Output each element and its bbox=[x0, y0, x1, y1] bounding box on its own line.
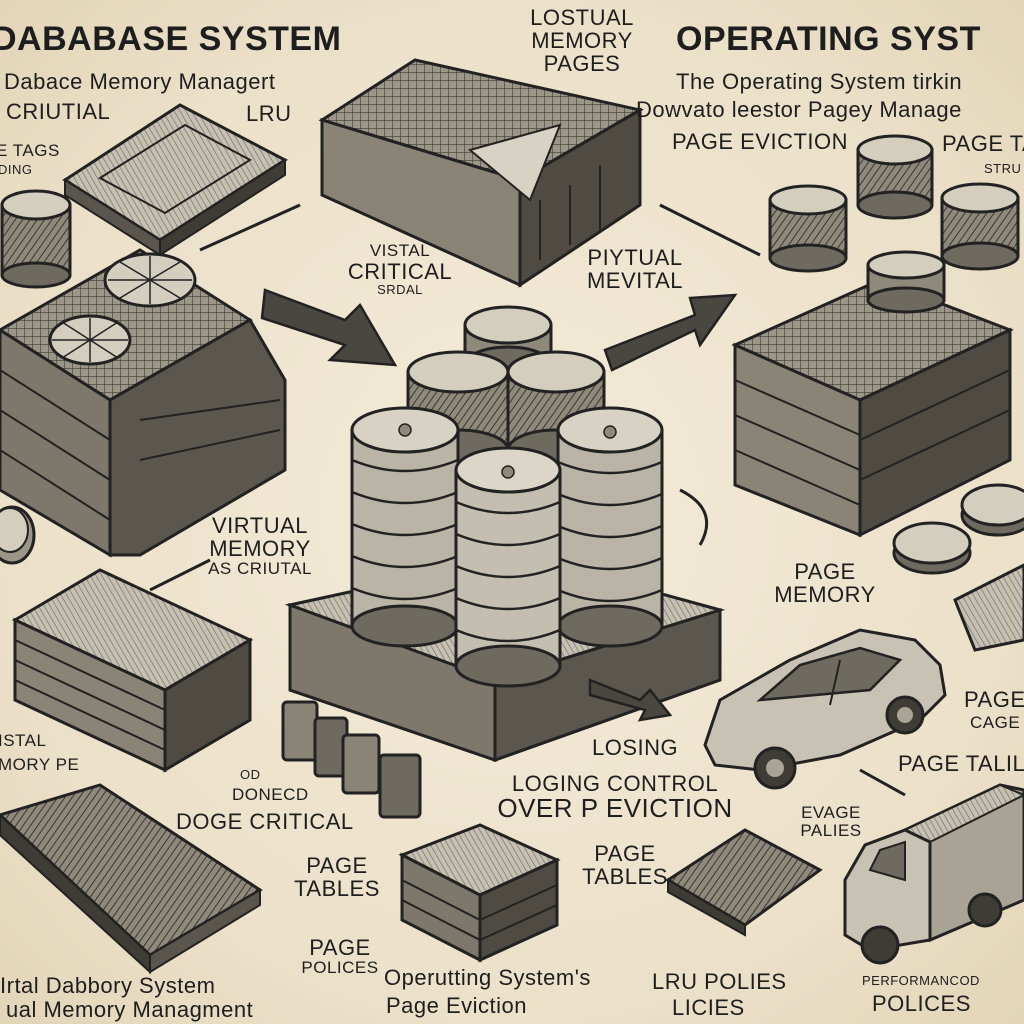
vistal-line-3: SRDAL bbox=[377, 281, 423, 297]
subtitle-operating-1: The Operating System tirkin bbox=[676, 69, 963, 94]
label-cage-right: CAGE bbox=[970, 713, 1021, 732]
server-machine-right bbox=[731, 250, 1014, 538]
page-memory-line-2: MEMORY bbox=[774, 582, 876, 608]
control-line-1: LOGING CONTROL bbox=[511, 771, 719, 796]
label-donecd: DONECD bbox=[232, 785, 309, 804]
page-memory-line-1: PAGE bbox=[794, 559, 856, 584]
virtual-memory-line-1: VIRTUAL bbox=[211, 513, 308, 538]
virtual-memory-line-3: AS CRIUTAL bbox=[208, 559, 312, 579]
disk-stack bbox=[454, 446, 562, 688]
label-page-memory: PAGE MEMORY bbox=[760, 560, 890, 606]
page-tables-mid-line-1: PAGE bbox=[594, 841, 656, 866]
label-lru-policies-sub: LICIES bbox=[672, 995, 745, 1020]
label-losing: LOSING bbox=[592, 735, 679, 760]
caption-bottom-left-2: ual Memory Managment bbox=[6, 997, 254, 1022]
virtual-memory-line-2: MEMORY bbox=[209, 536, 311, 562]
caption-bottom-mid-1: Operutting System's bbox=[384, 965, 591, 990]
arrows bbox=[260, 288, 738, 722]
evage-line-1: EVAGE bbox=[801, 803, 861, 822]
label-lru: LRU bbox=[246, 101, 292, 126]
pirtual-line-1: PIYTUAL bbox=[587, 245, 683, 270]
page-polices-line-1: PAGE bbox=[309, 935, 371, 960]
memory-pages-box bbox=[318, 58, 645, 288]
label-lostual-memory-pages: LOSTUAL MEMORY PAGES bbox=[522, 6, 642, 75]
pirtual-line-2: MEVITAL bbox=[586, 268, 683, 294]
label-page-polices: PAGE POLICES bbox=[290, 936, 390, 977]
ram-tablet bbox=[62, 103, 288, 257]
label-page-ta-sub: STRU bbox=[984, 161, 1022, 176]
server-machine-left bbox=[0, 248, 287, 558]
label-page-tables-left: PAGE TABLES bbox=[282, 854, 392, 900]
label-mory-pe: MORY PE bbox=[0, 755, 80, 774]
lostual-line-2: MEMORY bbox=[531, 28, 633, 54]
disk-right-small bbox=[892, 483, 1024, 575]
label-od: OD bbox=[240, 767, 261, 782]
vistal-line-2: CRITICAL bbox=[347, 258, 453, 284]
disk-stack-right bbox=[856, 134, 934, 220]
connector-lines bbox=[149, 203, 906, 797]
memory-chips bbox=[281, 700, 422, 819]
disk-left-edge bbox=[0, 505, 36, 565]
car-illustration bbox=[703, 628, 947, 790]
truck-illustration bbox=[843, 783, 1024, 965]
label-polices-right: POLICES bbox=[872, 991, 971, 1016]
ram-tablet-bottom bbox=[665, 828, 823, 937]
label-doge-critical: DOGE CRITICAL bbox=[176, 809, 354, 834]
label-losing-control: LOGING CONTROL OVER P EVICTION bbox=[490, 772, 740, 822]
caption-bottom-left-1: Irtal Dabbory System bbox=[0, 973, 216, 998]
subtitle-database: Dabace Memory Managert bbox=[4, 69, 276, 94]
label-istal: ISTAL bbox=[0, 731, 47, 750]
disk-stack bbox=[556, 406, 664, 648]
evage-line-2: PALIES bbox=[800, 820, 862, 840]
disk-stack bbox=[350, 406, 460, 648]
lostual-line-1: LOSTUAL bbox=[530, 5, 634, 30]
label-pirtual-mevital: PIYTUAL MEVITAL bbox=[560, 246, 710, 292]
subtitle-operating-2: Dowvato leestor Pagey Manage bbox=[636, 97, 962, 122]
storage-boards-left bbox=[11, 568, 254, 773]
label-performance: PERFORMANCOD bbox=[862, 973, 980, 988]
label-tags-sub: DING bbox=[0, 162, 33, 177]
label-page-right: PAGE bbox=[964, 687, 1024, 712]
title-database-system: DABABASE SYSTEM bbox=[0, 20, 342, 58]
label-virtual-memory: VIRTUAL MEMORY AS CRIUTAL bbox=[180, 514, 340, 578]
label-vistal-critical: VISTAL CRITICAL SRDAL bbox=[320, 242, 480, 297]
label-criutial: CRIUTIAL bbox=[6, 99, 111, 124]
disk-stack-right bbox=[940, 182, 1020, 271]
page-polices-line-2: POLICES bbox=[301, 958, 379, 978]
disk-stack-right bbox=[768, 184, 848, 273]
page-tables-left-line-2: TABLES bbox=[294, 876, 380, 902]
label-page-ta: PAGE TA bbox=[942, 131, 1024, 156]
control-line-2: OVER P EVICTION bbox=[497, 793, 733, 824]
storage-box-bottom bbox=[398, 823, 561, 963]
label-evage-palies: EVAGE PALIES bbox=[786, 804, 876, 840]
caption-bottom-mid-2: Page Eviction bbox=[386, 993, 528, 1018]
label-page-tables-mid: PAGE TABLES bbox=[570, 842, 680, 888]
storage-board-bottom-left bbox=[0, 783, 263, 975]
lostual-line-3: PAGES bbox=[543, 51, 621, 77]
title-operating-system: OPERATING SYST bbox=[676, 20, 981, 58]
label-page-tags: E TAGS bbox=[0, 141, 60, 160]
disk-stack-left bbox=[0, 189, 72, 289]
vistal-line-1: VISTAL bbox=[369, 241, 431, 260]
page-tables-left-line-1: PAGE bbox=[306, 853, 368, 878]
rack-fragment bbox=[953, 563, 1024, 652]
label-page-eviction-top: PAGE EVICTION bbox=[672, 129, 849, 154]
label-lru-policies: LRU POLIES bbox=[652, 969, 787, 994]
label-page-talil: PAGE TALIL bbox=[898, 751, 1024, 776]
page-tables-mid-line-2: TABLES bbox=[582, 864, 668, 890]
